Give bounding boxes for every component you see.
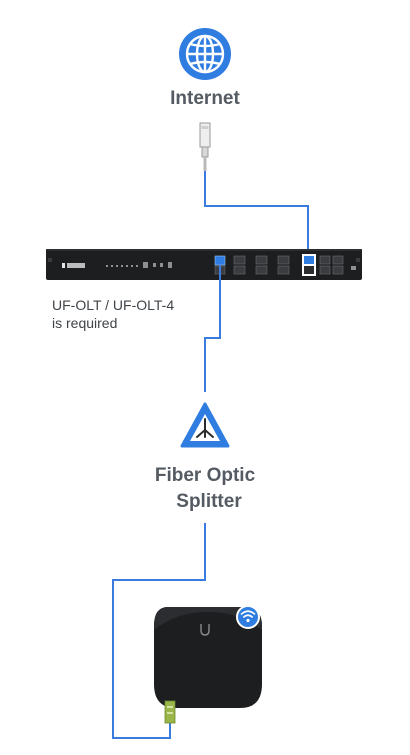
fiber-drop-line: [112, 523, 206, 739]
olt-requirement-note: UF-OLT / UF-OLT-4 is required: [52, 296, 252, 332]
olt-requirement-line2: is required: [52, 315, 118, 331]
internet-label: Internet: [170, 88, 240, 109]
olt-requirement-line1: UF-OLT / UF-OLT-4: [52, 297, 175, 313]
olt-device: [46, 249, 362, 280]
ont-device-icon: [154, 607, 262, 724]
fiber-uplink-line: [204, 171, 309, 258]
sfp-connector-icon: [199, 122, 211, 171]
fiber-pon-line: [204, 265, 221, 392]
splitter-label-line2: Splitter: [176, 491, 242, 512]
globe-icon: [179, 28, 231, 80]
pon-port-highlight: [214, 255, 226, 266]
wifi-icon: [236, 605, 260, 629]
warning-triangle-splitter-icon: [180, 402, 230, 448]
splitter-label: Fiber Optic Splitter: [0, 463, 410, 515]
splitter-label-line1: Fiber Optic: [154, 465, 256, 486]
